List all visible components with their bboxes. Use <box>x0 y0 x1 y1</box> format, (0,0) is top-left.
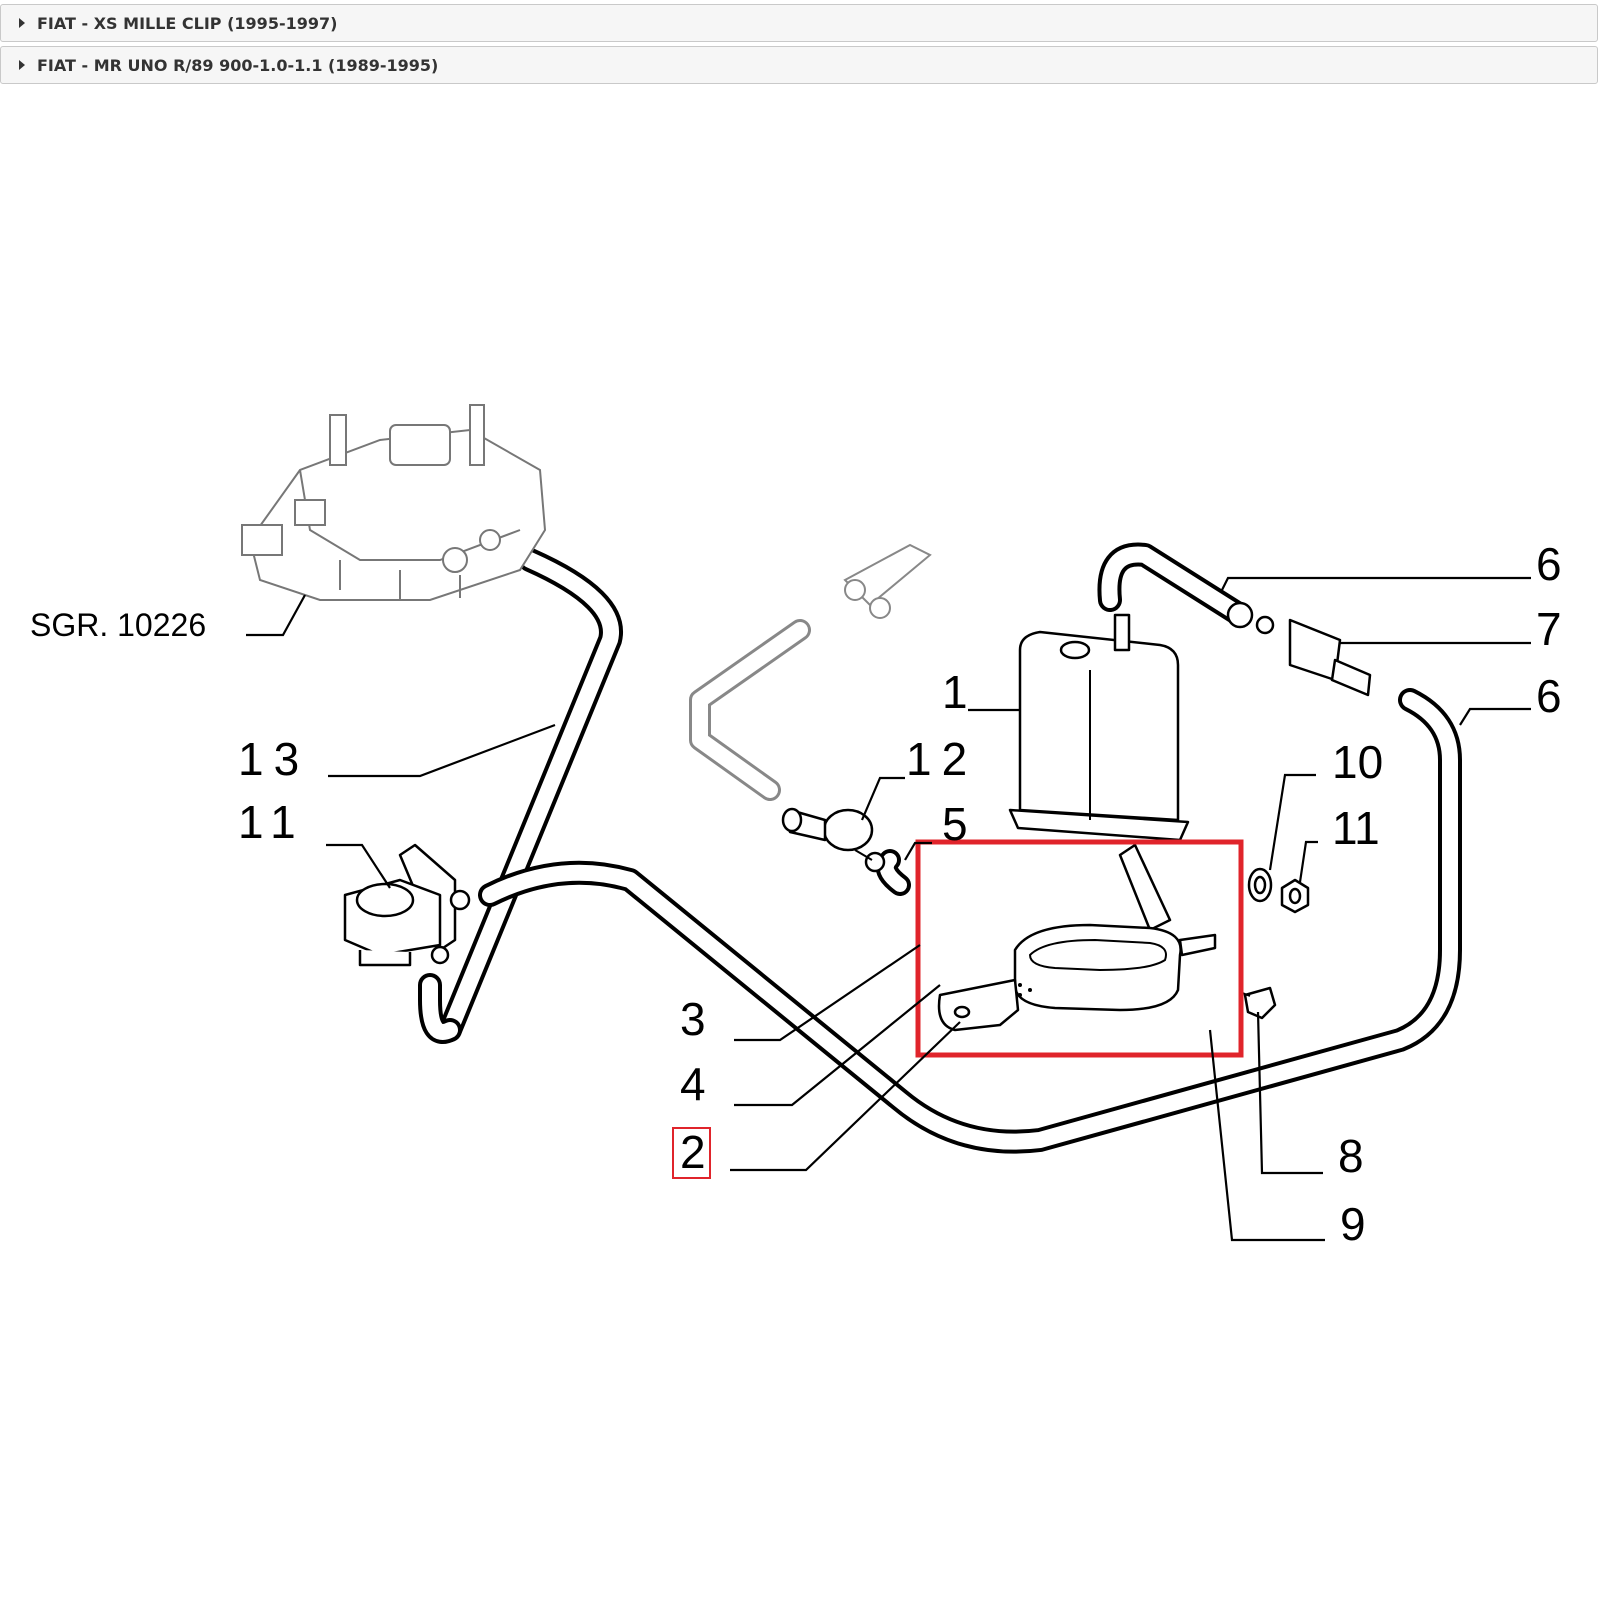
exploded-parts-diagram: SGR. 10226 13 11 1 12 5 3 4 2 6 7 6 10 1… <box>30 404 1562 1250</box>
accordion-item-mr-uno[interactable]: FIAT - MR UNO R/89 900-1.0-1.1 (1989-199… <box>0 46 1598 84</box>
callout-12: 11 <box>238 796 306 848</box>
fitting-drawing <box>843 543 932 619</box>
nut-part-11 <box>1280 878 1310 914</box>
washer-part-10 <box>1247 867 1273 903</box>
carburettor-drawing <box>241 404 547 601</box>
callout-14: 13 <box>238 733 309 785</box>
highlight-box <box>915 839 1244 1058</box>
callout-2: 2 <box>680 1126 706 1178</box>
callout-10: 10 <box>1332 736 1383 788</box>
bolt-part-8 <box>1239 986 1277 1020</box>
bracket-part-2 <box>937 843 1217 1032</box>
callout-7: 7 <box>1536 603 1562 655</box>
callout-6-lower: 6 <box>1536 670 1562 722</box>
hose-6-upper <box>1097 542 1252 627</box>
callout-labels: SGR. 10226 13 11 1 12 5 3 4 2 6 7 6 10 1… <box>30 538 1562 1250</box>
valve-part-13 <box>781 807 886 873</box>
callout-13: 12 <box>906 733 977 785</box>
leader-lines <box>246 576 1531 1242</box>
accordion-item-xs-mille-clip[interactable]: FIAT - XS MILLE CLIP (1995-1997) <box>0 4 1598 42</box>
caret-right-icon <box>19 18 25 28</box>
canister-part-1 <box>1008 613 1190 842</box>
reference-label: SGR. 10226 <box>30 607 206 643</box>
hose-unnumbered <box>689 619 811 801</box>
callout-5: 5 <box>942 798 968 850</box>
callout-8: 8 <box>1338 1130 1364 1182</box>
callout-1: 1 <box>942 666 968 718</box>
callout-4: 4 <box>680 1058 706 1110</box>
callout-9: 9 <box>1340 1198 1366 1250</box>
hose-3 <box>478 688 1462 1154</box>
hose-5 <box>875 849 911 896</box>
solenoid-part-12 <box>343 843 471 967</box>
callout-3: 3 <box>680 993 706 1045</box>
valve-part-7 <box>1226 601 1372 697</box>
callout-6-upper: 6 <box>1536 538 1562 590</box>
callout-2-highlight <box>672 1127 711 1179</box>
callout-11: 11 <box>1332 802 1380 854</box>
hose-14 <box>418 548 623 1044</box>
accordion-item-label: FIAT - MR UNO R/89 900-1.0-1.1 (1989-199… <box>37 56 439 75</box>
caret-right-icon <box>19 60 25 70</box>
accordion-item-label: FIAT - XS MILLE CLIP (1995-1997) <box>37 14 338 33</box>
